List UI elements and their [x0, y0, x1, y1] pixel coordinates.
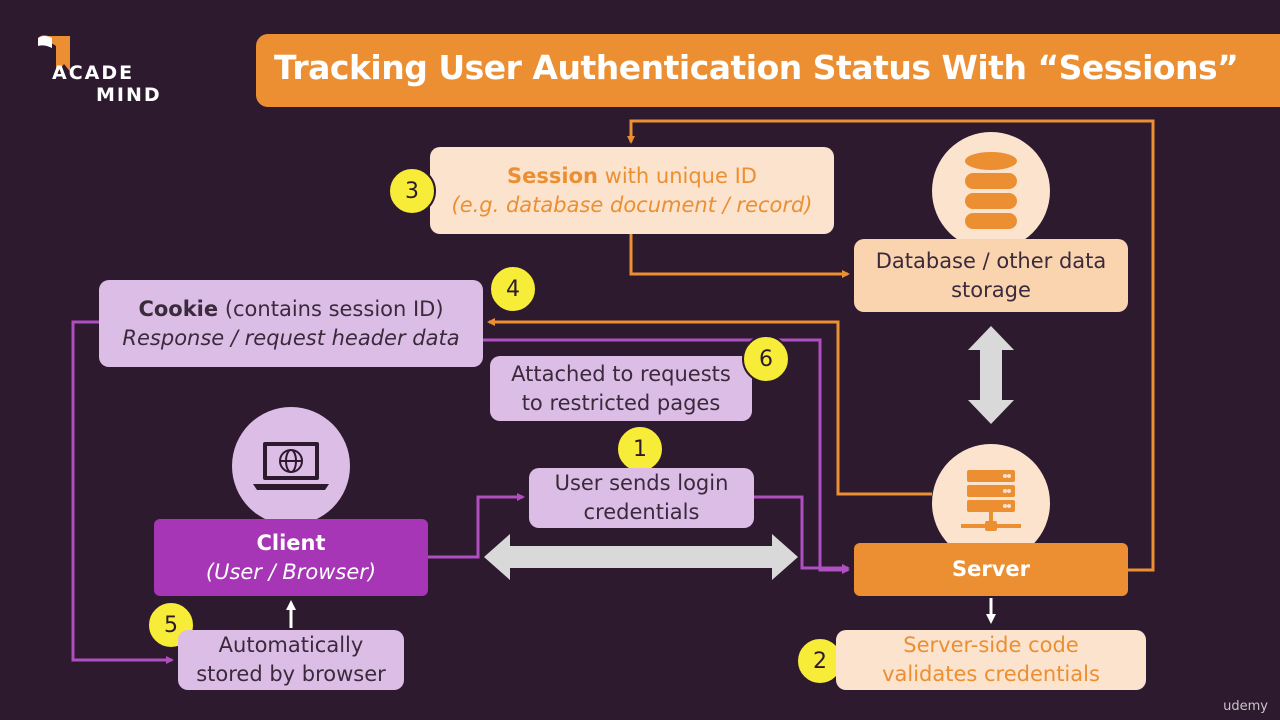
server-to-cookie-line — [487, 318, 932, 496]
page-title: Tracking User Authentication Status With… — [274, 48, 1239, 87]
session-sub: (e.g. database document / record) — [451, 192, 813, 217]
server-rack-icon — [961, 470, 1021, 531]
validates-box: Server-side code validates credentials — [836, 630, 1146, 690]
logo-text-line1: ACADE — [52, 62, 135, 84]
session-bold: Session — [507, 163, 598, 188]
cookie-rest: (contains session ID) — [218, 296, 444, 321]
step-badge-6: 6 — [742, 335, 790, 383]
server-icon-circle — [932, 444, 1050, 562]
attached-line1: Attached to requests — [511, 361, 731, 386]
attached-line2: to restricted pages — [521, 390, 721, 415]
validates-line1: Server-side code — [903, 633, 1079, 657]
session-line: Session with unique ID — [507, 162, 757, 191]
logo-text-line2: MIND — [96, 84, 162, 106]
client-box: Client (User / Browser) — [154, 519, 428, 596]
login-to-server-line — [754, 495, 850, 572]
client-server-double-arrow — [484, 534, 798, 580]
server-box: Server — [854, 543, 1128, 596]
login-line2: credentials — [583, 500, 700, 524]
stored-line2: stored by browser — [196, 662, 386, 686]
client-sub: (User / Browser) — [205, 559, 377, 584]
laptop-icon-circle — [232, 407, 350, 525]
step-badge-3: 3 — [388, 167, 436, 215]
cookie-to-server-line — [483, 338, 850, 574]
database-line2: storage — [951, 277, 1031, 302]
database-icon — [965, 152, 1017, 229]
client-title: Client — [256, 530, 326, 555]
logo-flag-icon — [38, 35, 70, 74]
cookie-bold: Cookie — [138, 296, 219, 321]
server-to-session-line — [627, 119, 1155, 572]
stored-line1: Automatically — [218, 633, 364, 657]
session-to-database-line — [629, 234, 850, 278]
client-to-login-line — [428, 493, 525, 559]
attached-box: Attached to requests to restricted pages — [490, 356, 752, 421]
step-badge-1: 1 — [616, 425, 664, 473]
session-rest: with unique ID — [597, 163, 757, 188]
title-bar: Tracking User Authentication Status With… — [256, 34, 1280, 107]
academind-logo: ACADE MIND — [38, 32, 168, 112]
cookie-sub: Response / request header data — [122, 325, 460, 350]
database-server-double-arrow — [968, 326, 1014, 424]
login-line1: User sends login — [554, 471, 729, 495]
database-line1: Database / other data — [875, 248, 1107, 273]
session-box: Session with unique ID (e.g. database do… — [430, 147, 834, 234]
database-icon-circle — [932, 132, 1050, 250]
server-title: Server — [951, 557, 1030, 581]
database-box: Database / other data storage — [854, 239, 1128, 312]
validates-line2: validates credentials — [882, 662, 1100, 686]
cookie-line: Cookie (contains session ID) — [138, 295, 443, 324]
step-badge-4: 4 — [489, 265, 537, 313]
udemy-watermark: udemy — [1223, 699, 1268, 714]
cookie-to-stored-line — [71, 320, 174, 664]
stored-box: Automatically stored by browser — [178, 630, 404, 690]
cookie-box: Cookie (contains session ID) Response / … — [99, 280, 483, 367]
laptop-globe-icon — [253, 442, 329, 490]
login-box: User sends login credentials — [529, 468, 754, 528]
